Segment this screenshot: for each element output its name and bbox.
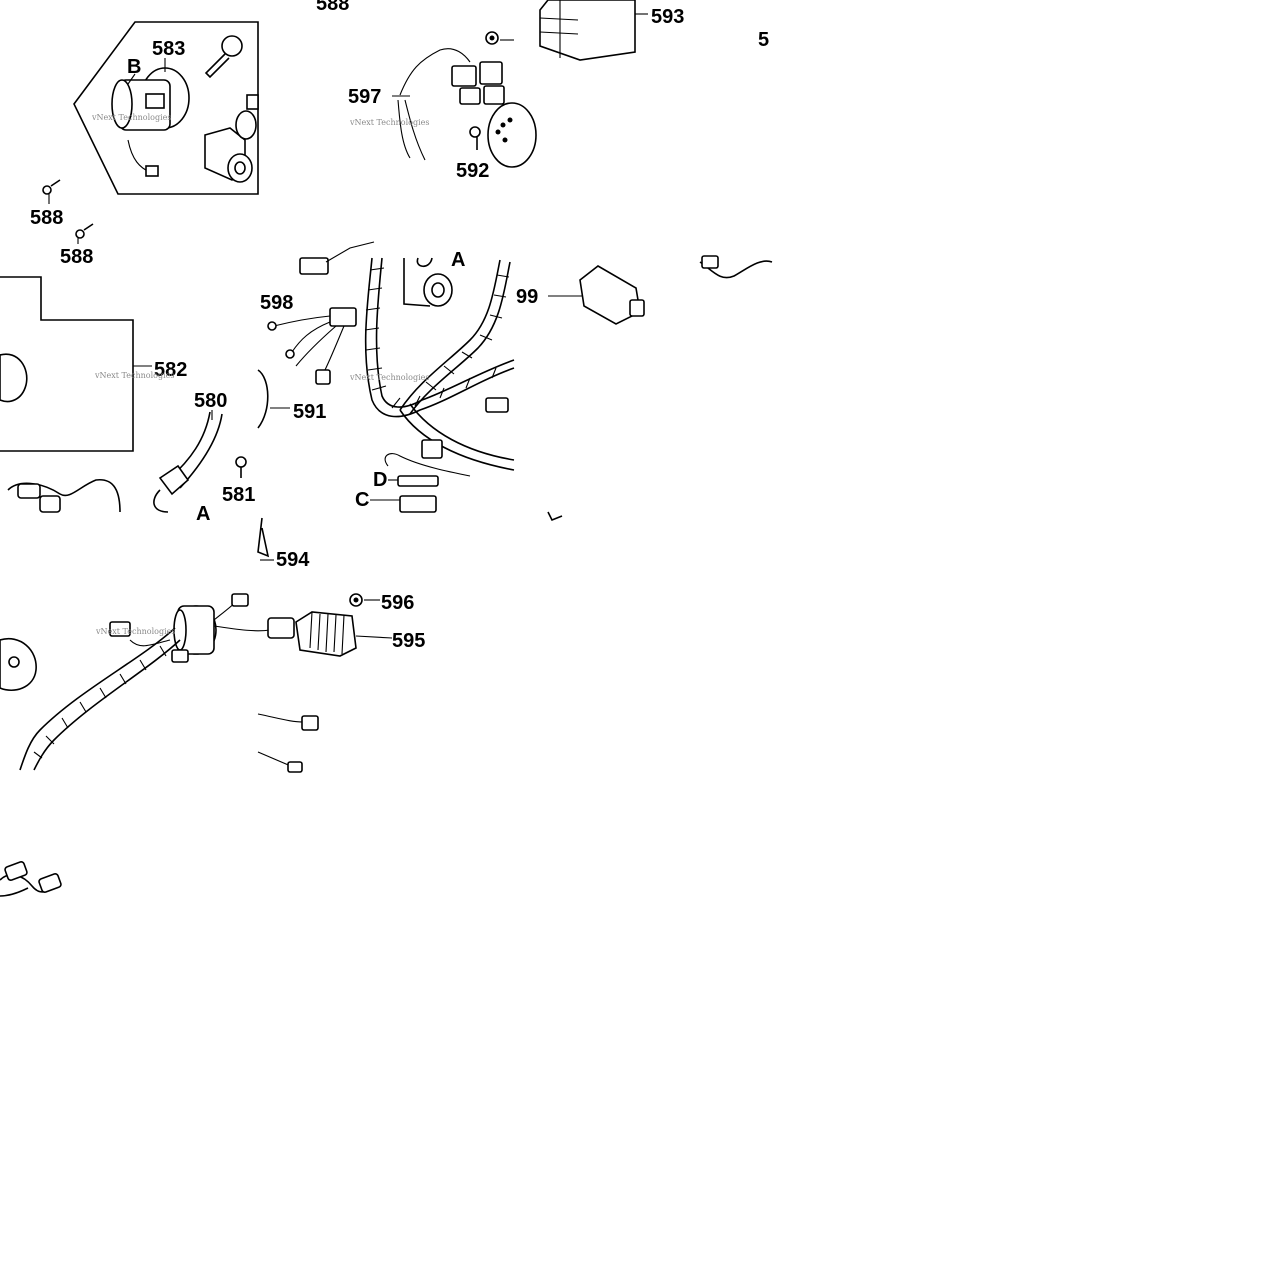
watermark-text: vNext Technologies [91, 113, 171, 122]
noise-filter [173, 593, 271, 655]
grommet-a [403, 257, 453, 307]
watermark-text-4: vNext Technologies [349, 373, 429, 382]
letter-a2: A [451, 249, 465, 271]
connector-top-left [299, 241, 375, 275]
callout-588b: 588 [60, 246, 93, 268]
ignition-switch-body [111, 67, 190, 177]
callout-593: 593 [651, 6, 684, 28]
letter-c: C [355, 489, 369, 511]
main-wiring-harness: 598 A D C vNext Technologies [260, 241, 515, 513]
letter-a1: A [196, 503, 210, 525]
relay-group: 597 592 588 vNext Technologies [316, 0, 537, 182]
ignition-switch-frame [73, 21, 259, 195]
battery-box-group: 582 vNext Technologies [0, 276, 187, 513]
letter-b: B [127, 56, 141, 78]
watermark-text-3: vNext Technologies [94, 371, 174, 380]
callout-588a: 588 [30, 207, 63, 229]
watermark-text-5: vNext Technologies [95, 627, 175, 636]
bottom-connector-group [0, 861, 62, 897]
callout-580: 580 [194, 390, 227, 412]
callout-598: 598 [260, 292, 293, 314]
relay-connector-a [451, 61, 505, 105]
callout-581: 581 [222, 484, 255, 506]
relay-599-group: 99 [516, 255, 773, 325]
bolt-588a-icon [42, 179, 61, 195]
callout-597: 597 [348, 86, 381, 108]
seat-lock-cylinder [204, 94, 259, 183]
letter-d: D [373, 469, 387, 491]
fragment-mark [547, 511, 563, 522]
callout-596: 596 [381, 592, 414, 614]
callout-5: 5 [758, 29, 769, 51]
fuse-holder [384, 397, 509, 513]
callout-583: 583 [152, 38, 185, 60]
watermark-text-2: vNext Technologies [349, 118, 429, 127]
connector-598 [267, 307, 357, 385]
bolt-592-icon [469, 126, 481, 150]
ignition-switch-group: 583 B 588 588 vNext Technologies [30, 21, 259, 268]
lower-harness-group: 594 596 595 [0, 517, 425, 773]
callout-595: 595 [392, 630, 425, 652]
callout-591: 591 [293, 401, 326, 423]
callout-582: 582 [154, 359, 187, 381]
regulator-rectifier-595 [267, 611, 393, 657]
nut-icon [485, 31, 514, 45]
leader-b [127, 73, 136, 85]
callout-594: 594 [276, 549, 310, 571]
high-tension-cable-group: 580 581 591 A [153, 369, 326, 525]
callout-599: 99 [516, 286, 538, 308]
ignition-key-icon [204, 35, 243, 79]
bolt-588b-icon [75, 223, 94, 239]
callout-592: 592 [456, 160, 489, 182]
relay-593-group: 593 5 [539, 0, 769, 61]
leader-595 [355, 635, 393, 639]
callout-588c: 588 [316, 0, 349, 15]
nut-596-icon [349, 593, 380, 607]
starter-motor-partial [487, 102, 537, 168]
bolt-581-icon [235, 456, 247, 478]
